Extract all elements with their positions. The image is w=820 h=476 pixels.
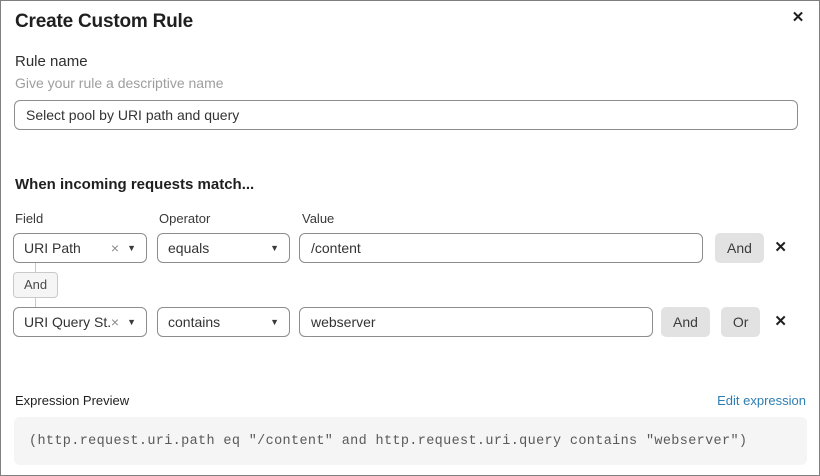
field-column-label: Field <box>15 211 44 226</box>
edit-expression-link[interactable]: Edit expression <box>717 393 806 408</box>
field-select[interactable]: URI Path × ▼ <box>13 233 147 263</box>
logical-connector: And <box>13 263 805 307</box>
match-section-heading: When incoming requests match... <box>15 176 255 193</box>
rule-name-helper: Give your rule a descriptive name <box>15 75 224 91</box>
remove-row-button[interactable]: ✕ <box>774 307 787 337</box>
close-button[interactable]: ✕ <box>787 7 809 29</box>
field-select[interactable]: URI Query St... × ▼ <box>13 307 147 337</box>
connector-line <box>35 298 36 307</box>
add-and-condition-button[interactable]: And <box>715 233 764 263</box>
value-input[interactable] <box>299 307 653 337</box>
rule-name-input[interactable] <box>14 100 798 130</box>
value-column-label: Value <box>302 211 335 226</box>
add-or-condition-button[interactable]: Or <box>720 307 761 337</box>
expression-preview-header: Expression Preview Edit expression <box>15 393 806 409</box>
remove-row-button[interactable]: ✕ <box>774 233 787 263</box>
add-and-condition-button[interactable]: And <box>661 307 710 337</box>
clear-selection-icon[interactable]: × <box>110 314 120 330</box>
and-connector-badge: And <box>13 272 59 298</box>
operator-select-value: equals <box>168 240 210 256</box>
chevron-down-icon: ▼ <box>270 317 279 327</box>
rule-name-label: Rule name <box>15 53 88 70</box>
field-select-value: URI Query St... <box>24 314 111 330</box>
rule-row: URI Path × ▼ equals ▼ And ✕ <box>13 233 805 263</box>
connector-line <box>35 263 36 272</box>
operator-select[interactable]: contains ▼ <box>157 307 290 337</box>
operator-column-label: Operator <box>159 211 211 226</box>
expression-code-block: (http.request.uri.path eq "/content" and… <box>14 417 807 465</box>
clear-selection-icon[interactable]: × <box>110 240 120 256</box>
chevron-down-icon: ▼ <box>127 243 136 253</box>
page-title: Create Custom Rule <box>15 11 193 32</box>
column-labels: Field Operator Value <box>15 211 805 226</box>
close-icon: ✕ <box>791 9 805 26</box>
value-input[interactable] <box>299 233 703 263</box>
operator-select-value: contains <box>168 314 221 330</box>
rule-row: URI Query St... × ▼ contains ▼ And Or ✕ <box>13 307 805 337</box>
field-select-value: URI Path <box>24 240 81 256</box>
operator-select[interactable]: equals ▼ <box>157 233 290 263</box>
chevron-down-icon: ▼ <box>127 317 136 327</box>
expression-preview-label: Expression Preview <box>15 393 130 408</box>
chevron-down-icon: ▼ <box>270 243 279 253</box>
